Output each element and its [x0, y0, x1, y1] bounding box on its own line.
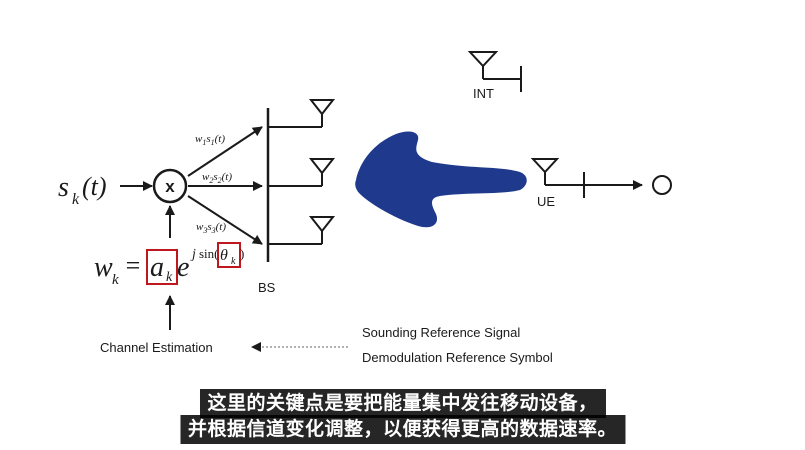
int-label: INT: [473, 86, 494, 101]
channel-estimation-label: Channel Estimation: [100, 340, 213, 355]
svg-text:w1s1(t): w1s1(t): [195, 133, 225, 147]
svg-text:): ): [240, 246, 244, 261]
sounding-reference-signal-label: Sounding Reference Signal: [362, 325, 520, 340]
bs-antenna-1-icon: [308, 99, 336, 127]
svg-text:k: k: [231, 256, 236, 267]
bs-antenna-array: [266, 99, 336, 262]
svg-text:w: w: [94, 252, 113, 283]
input-t: (t): [82, 172, 107, 201]
branch-label-3: w3s3(t): [196, 221, 226, 235]
ue-antenna-icon: [530, 158, 643, 198]
svg-text:=: =: [124, 251, 142, 280]
amplitude-highlight-box: [146, 249, 178, 285]
svg-text:j: j: [190, 247, 196, 262]
bs-label: BS: [258, 280, 276, 295]
svg-text:k: k: [112, 272, 119, 288]
branch-arrow-3: [187, 195, 263, 245]
bs-antenna-2-icon: [308, 158, 336, 186]
svg-text:θ: θ: [220, 247, 228, 264]
branch-arrow-1: [187, 126, 263, 177]
input-s: s: [58, 172, 69, 203]
svg-text:k: k: [166, 270, 173, 285]
bs-antenna-3-icon: [308, 216, 336, 244]
svg-text:a: a: [150, 252, 164, 283]
branch-label-1: w1s1(t): [195, 133, 225, 147]
weight-formula: w k = a k e j sin( θ k ): [94, 242, 244, 288]
subtitle-line-2: 并根据信道变化调整，以便获得更高的数据速率。: [179, 415, 626, 444]
svg-text:w2s2(t): w2s2(t): [202, 171, 232, 185]
multiplier-symbol: x: [165, 177, 175, 196]
branch-label-2: w2s2(t): [202, 171, 232, 185]
multiplier-node: [152, 168, 188, 204]
subtitle-line-1: 这里的关键点是要把能量集中发往移动设备，: [199, 389, 606, 418]
svg-text:e: e: [177, 252, 189, 283]
demodulation-reference-symbol-label: Demodulation Reference Symbol: [362, 350, 553, 365]
svg-text:w3s3(t): w3s3(t): [196, 221, 226, 235]
beam-lobe-icon: [355, 131, 527, 228]
phase-highlight-box: [217, 242, 241, 268]
ue-label: UE: [537, 194, 555, 209]
input-k: k: [72, 191, 80, 208]
svg-text:sin(: sin(: [199, 246, 219, 261]
input-signal-label: s k (t): [58, 172, 107, 208]
int-antenna-icon: [467, 51, 522, 92]
output-node: [652, 175, 672, 195]
